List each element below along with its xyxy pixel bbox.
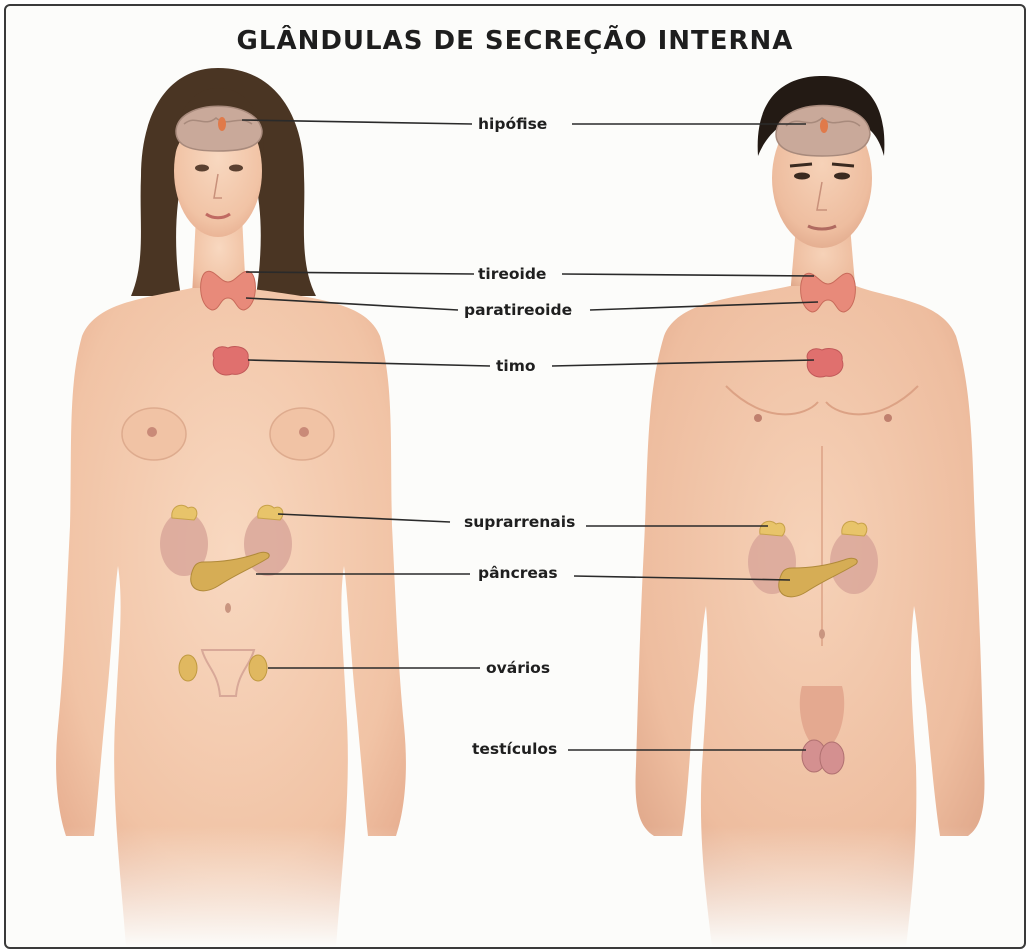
female-ovary-left xyxy=(179,655,197,681)
male-pituitary xyxy=(820,119,828,133)
label-ovarios: ovários xyxy=(486,658,550,678)
label-testiculos: testículos xyxy=(472,739,557,759)
label-tireoide: tireoide xyxy=(478,264,546,284)
female-adrenal-left xyxy=(172,505,197,520)
diagram-title: GLÂNDULAS DE SECREÇÃO INTERNA xyxy=(6,26,1024,56)
male-adrenal-left xyxy=(760,521,785,536)
male-figure xyxy=(626,76,1006,947)
label-timo: timo xyxy=(496,356,536,376)
female-adrenal-right xyxy=(258,505,283,520)
male-adrenal-right xyxy=(842,521,867,536)
male-thymus xyxy=(807,348,843,377)
label-suprarrenais: suprarrenais xyxy=(464,512,575,532)
label-hipofise: hipófise xyxy=(478,114,547,134)
female-pituitary xyxy=(218,117,226,131)
female-figure xyxy=(46,68,426,947)
label-pancreas: pâncreas xyxy=(478,563,558,583)
illustration xyxy=(6,6,1024,947)
female-thymus xyxy=(213,346,249,375)
diagram-frame: GLÂNDULAS DE SECREÇÃO INTERNA hipófise t… xyxy=(4,4,1026,949)
label-paratireoide: paratireoide xyxy=(464,300,572,320)
female-ovary-right xyxy=(249,655,267,681)
